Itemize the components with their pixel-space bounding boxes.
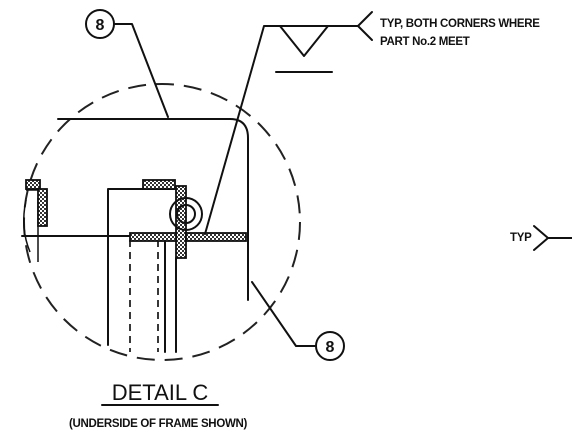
weld-symbol-tail (357, 11, 373, 41)
horizontal-plate-right (185, 232, 247, 242)
weld-note-line1: TYP, BOTH CORNERS WHERE (380, 18, 540, 30)
weld-circle-inner (176, 204, 196, 224)
weld-note-line2: PART No.2 MEET (380, 36, 470, 48)
balloon-bottom-label: 8 (326, 339, 335, 356)
left-plate-upper (25, 179, 41, 190)
typ-tail (533, 225, 572, 251)
detail-title: DETAIL C (112, 380, 209, 405)
balloon-bottom-leader (251, 281, 317, 347)
typ-label: TYP (510, 232, 532, 244)
frame-outline (57, 118, 249, 301)
detail-subtitle: (UNDERSIDE OF FRAME SHOWN) (69, 418, 248, 430)
weld-symbol-fillet (279, 25, 329, 57)
left-plate-vertical (37, 188, 48, 227)
horizontal-plate-left (129, 232, 177, 242)
detail-boundary-circle (23, 83, 301, 361)
left-part-curve (23, 199, 31, 253)
top-plate-cap (142, 179, 176, 190)
balloon-top-label: 8 (96, 17, 105, 34)
balloon-top-leader (113, 23, 169, 118)
weld-circle-outer (169, 197, 203, 231)
weld-symbol-leader (204, 25, 359, 235)
